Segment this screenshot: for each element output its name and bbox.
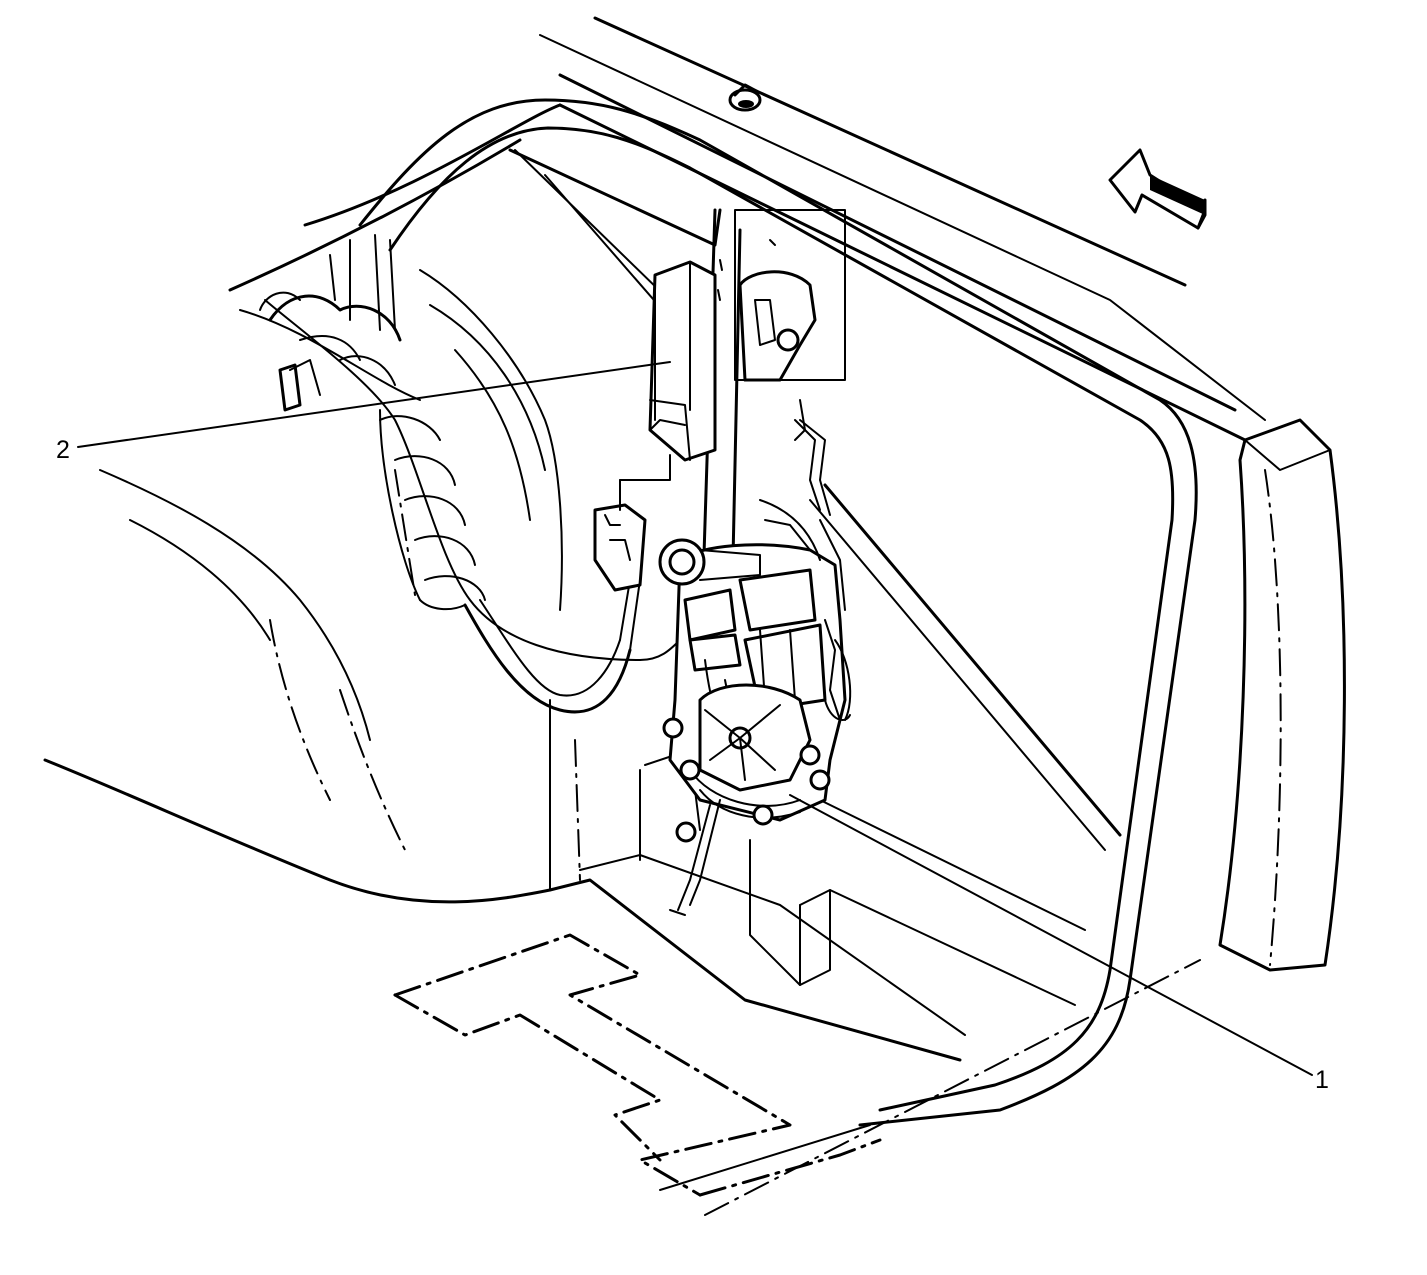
bolt-icon: [809, 769, 831, 791]
bolt-icon: [752, 804, 774, 826]
forward-direction-arrow-icon: [1108, 148, 1207, 230]
inner-door-panel: [43, 234, 1086, 1062]
door-window-frame: [358, 98, 1198, 1127]
callout-label-1: 1: [1315, 1066, 1329, 1094]
wiring-harness-conduit: [259, 291, 681, 714]
callout-label-2: 2: [56, 436, 70, 464]
bolt-icon: [799, 744, 821, 766]
callout-1-leader: [789, 794, 1313, 1076]
bolt-icon: [662, 717, 684, 739]
upper-regulator-bracket: [738, 270, 831, 516]
window-module-connector: [593, 260, 717, 592]
floor-outline: [393, 933, 1201, 1216]
door-end-cap: [1218, 418, 1346, 972]
clip-icon: [728, 83, 762, 112]
callout-2-leader: [77, 361, 671, 448]
bolt-icon: [675, 821, 697, 843]
bolt-icon: [679, 759, 701, 781]
window-regulator-motor: [658, 499, 852, 916]
